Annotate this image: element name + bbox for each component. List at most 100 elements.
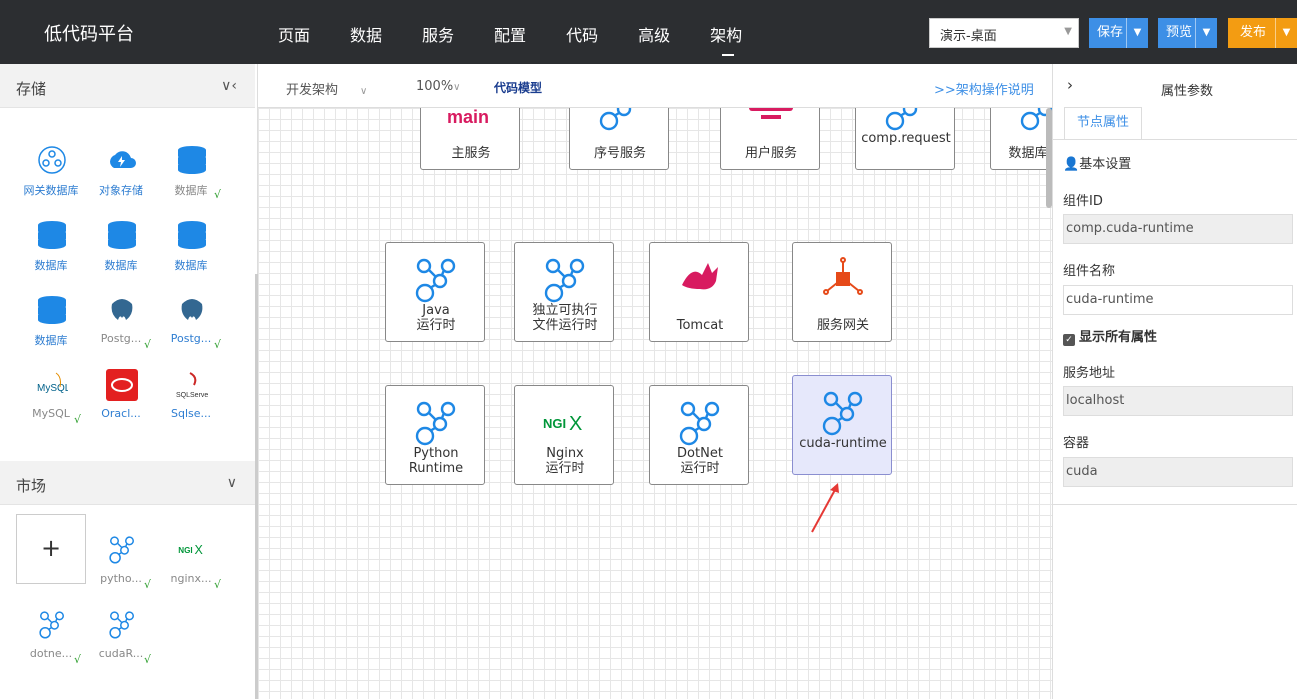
- palette-item--4[interactable]: 数据库: [86, 219, 156, 285]
- nav-item-code[interactable]: 代码: [566, 26, 599, 45]
- chevron-down-icon[interactable]: ∨: [226, 475, 237, 491]
- canvas-node-2[interactable]: 用户服务: [720, 108, 820, 170]
- palette-item--6[interactable]: 数据库: [16, 294, 86, 360]
- publish-dropdown-icon[interactable]: ▼: [1275, 18, 1297, 48]
- nav-item-services[interactable]: 服务: [422, 26, 455, 45]
- node-graph-icon: [882, 108, 930, 131]
- add-component-button[interactable]: +: [16, 514, 86, 584]
- canvas-node-12[interactable]: cuda-runtime: [792, 375, 892, 475]
- nav-item-pages[interactable]: 页面: [278, 26, 311, 45]
- tab-node-properties[interactable]: 节点属性: [1064, 107, 1142, 139]
- canvas-node-label: comp.request: [861, 131, 951, 146]
- check-icon: √: [214, 578, 222, 591]
- market-item-0[interactable]: pytho...√: [86, 534, 156, 600]
- canvas-node-label: 主服务: [451, 146, 491, 161]
- palette-item--5[interactable]: 数据库: [156, 219, 226, 285]
- preview-label: 预览: [1166, 25, 1193, 40]
- palette-item-label: 网关数据库: [23, 184, 79, 197]
- palette-item-mysql-9[interactable]: MySQL MySQL √: [16, 369, 86, 435]
- database-icon: [36, 219, 68, 251]
- canvas-node-6[interactable]: 独立可执行文件运行时: [514, 242, 614, 342]
- nav-item-advanced[interactable]: 高级: [638, 26, 671, 45]
- palette-item-label: 数据库: [34, 259, 68, 272]
- check-icon: √: [74, 413, 82, 426]
- palette-item-postg-7[interactable]: Postg...√: [86, 294, 156, 360]
- canvas-node-label: 数据库客户: [1008, 146, 1052, 161]
- canvas-toolbar: 开发架构∨ 100%∨ 代码模型 >>架构操作说明: [258, 64, 1052, 108]
- gateway-icon: [819, 255, 867, 303]
- palette-item-label: Oracl...: [101, 407, 141, 420]
- code-model-link[interactable]: 代码模型: [494, 81, 543, 95]
- node-graph-icon: [412, 398, 460, 446]
- storage-section-header[interactable]: 存储 ∨‹: [0, 64, 255, 108]
- database-icon: [176, 144, 208, 176]
- svg-text:MySQL: MySQL: [37, 383, 68, 394]
- canvas-node-7[interactable]: Tomcat: [649, 242, 749, 342]
- component-id-field[interactable]: comp.cuda-runtime: [1063, 214, 1293, 244]
- canvas-node-3[interactable]: comp.request: [855, 108, 955, 170]
- palette-item-oracl-10[interactable]: Oracl...: [86, 369, 156, 435]
- canvas-scrollbar[interactable]: [1046, 108, 1052, 208]
- container-field[interactable]: cuda: [1063, 457, 1293, 487]
- chevron-down-icon: ▼: [1064, 26, 1072, 37]
- postgresql-icon: [106, 294, 138, 326]
- palette-item-label: Postg...: [100, 332, 142, 345]
- tab-divider: [1053, 139, 1297, 140]
- preview-button[interactable]: 预览 ▼: [1158, 18, 1217, 48]
- arch-select[interactable]: 开发架构∨: [286, 79, 367, 98]
- node-graph-icon: [106, 609, 138, 641]
- node-graph-icon: [596, 108, 644, 131]
- env-select[interactable]: 演示-桌面 ▼: [929, 18, 1079, 48]
- nav-item-architecture[interactable]: 架构: [710, 22, 742, 56]
- publish-button[interactable]: 发布 ▼: [1228, 18, 1297, 48]
- palette-item-label: Sqlse...: [170, 407, 211, 420]
- check-icon: √: [144, 578, 152, 591]
- component-name-field[interactable]: cuda-runtime: [1063, 285, 1293, 315]
- canvas-node-4[interactable]: 数据库客户: [990, 108, 1052, 170]
- palette-item--2[interactable]: 数据库√: [156, 144, 226, 210]
- palette-item--3[interactable]: 数据库: [16, 219, 86, 285]
- service-address-field[interactable]: localhost: [1063, 386, 1293, 416]
- nav-item-config[interactable]: 配置: [494, 26, 527, 45]
- palette-item--1[interactable]: 对象存储: [86, 144, 156, 210]
- svg-text:NGI: NGI: [178, 546, 192, 555]
- canvas-node-1[interactable]: 序号服务: [569, 108, 669, 170]
- market-item-2[interactable]: dotne...√: [16, 609, 86, 675]
- chevron-right-icon[interactable]: ›: [1067, 76, 1073, 94]
- check-icon: √: [214, 188, 222, 201]
- palette-item-label: MySQL: [32, 407, 70, 420]
- preview-dropdown-icon[interactable]: ▼: [1195, 18, 1217, 48]
- node-graph-icon: [36, 609, 68, 641]
- postgresql-icon: [176, 294, 208, 326]
- market-item-3[interactable]: cudaR...√: [86, 609, 156, 675]
- checkbox-checked-icon[interactable]: ✓: [1063, 334, 1075, 346]
- market-section-header[interactable]: 市场 ∨: [0, 461, 255, 505]
- palette-item-postg-8[interactable]: Postg...√: [156, 294, 226, 360]
- show-all-checkbox[interactable]: ✓显示所有属性: [1063, 326, 1157, 346]
- user-monitor-icon: [747, 108, 795, 131]
- zoom-select[interactable]: 100%∨: [416, 79, 461, 94]
- save-button[interactable]: 保存 ▼: [1089, 18, 1148, 48]
- collapse-icon[interactable]: ∨‹: [221, 78, 237, 94]
- check-icon: √: [144, 338, 152, 351]
- palette-item-label: 数据库: [174, 259, 208, 272]
- palette-item--0[interactable]: 网关数据库: [16, 144, 86, 210]
- nav-item-data[interactable]: 数据: [350, 26, 383, 45]
- left-scrollbar[interactable]: [255, 274, 258, 699]
- save-dropdown-icon[interactable]: ▼: [1126, 18, 1148, 48]
- canvas-node-8[interactable]: 服务网关: [792, 242, 892, 342]
- arch-help-link[interactable]: >>架构操作说明: [934, 83, 1034, 98]
